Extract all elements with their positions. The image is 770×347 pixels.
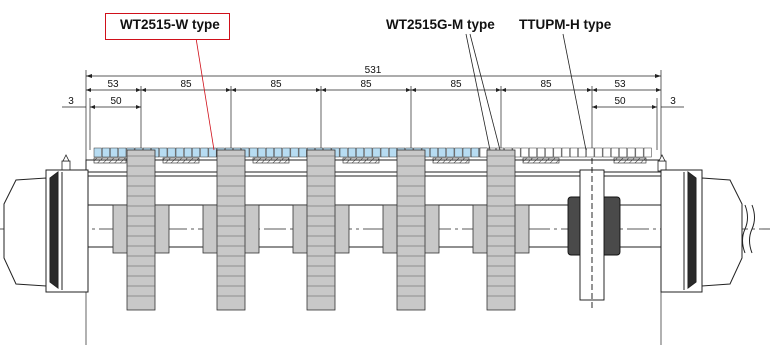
leader-lines [195, 33, 587, 151]
shaft-break [742, 204, 755, 254]
belt-module [175, 147, 184, 158]
belt-module [93, 147, 102, 158]
belt-module [479, 147, 488, 158]
belt-module [192, 147, 201, 158]
belt-module [462, 147, 471, 158]
belt-module [470, 147, 479, 158]
belt-module [586, 147, 595, 158]
belt-module [380, 147, 389, 158]
callout-box-w [105, 13, 230, 40]
belt-module [208, 147, 217, 158]
belt-module [183, 147, 192, 158]
belt-module [298, 147, 307, 158]
label-wt2515g-m: WT2515G-M type [386, 17, 495, 32]
sprocket-wheel [486, 149, 516, 311]
belt-module [578, 147, 587, 158]
belt-module [619, 147, 628, 158]
dim-overall: 531 [365, 65, 382, 76]
belt-module [257, 147, 266, 158]
sprocket [472, 149, 530, 311]
sprocket-wheel [306, 149, 336, 311]
sprocket [382, 149, 440, 311]
sprockets [112, 149, 530, 311]
dimension-arrows [86, 74, 661, 109]
sprocket [292, 149, 350, 311]
dim-inner-left: 50 [110, 96, 122, 107]
sprocket [112, 149, 170, 311]
belt-module [545, 147, 554, 158]
label-wt2515-w: WT2515-W type [120, 17, 220, 32]
belt-module [347, 147, 356, 158]
belt-module [372, 147, 381, 158]
belt-module [265, 147, 274, 158]
wear-strips [93, 157, 647, 164]
belt-module [520, 147, 529, 158]
belt-module [110, 147, 119, 158]
belt-module [388, 147, 397, 158]
sprocket-wheel [126, 149, 156, 311]
dim-span-4: 85 [360, 79, 372, 90]
belt-module [356, 147, 365, 158]
dim-edge-left: 3 [68, 96, 74, 107]
belt-module [627, 147, 636, 158]
belt-module [118, 147, 127, 158]
belt-module [167, 147, 176, 158]
dim-span-3: 85 [270, 79, 282, 90]
belt-module [537, 147, 546, 158]
dim-span-5: 85 [450, 79, 462, 90]
belt-module [602, 147, 611, 158]
dim-edge-right: 3 [670, 96, 676, 107]
sprocket [202, 149, 260, 311]
belt-module [159, 147, 168, 158]
sprocket-wheel [396, 149, 426, 311]
belt-module [438, 147, 447, 158]
belt-module [364, 147, 373, 158]
belt-module [249, 147, 258, 158]
belt-module [454, 147, 463, 158]
left-bearing [3, 169, 89, 293]
belt-module [274, 147, 283, 158]
belt-module [339, 147, 348, 158]
belt-module [610, 147, 619, 158]
dim-span-2: 85 [180, 79, 192, 90]
belt-module [290, 147, 299, 158]
belt-module [643, 147, 652, 158]
sprocket-ttupm-h [567, 158, 621, 310]
belt-module [429, 147, 438, 158]
dim-span-6: 85 [540, 79, 552, 90]
label-ttupm-h: TTUPM-H type [519, 17, 612, 32]
belt-module [528, 147, 537, 158]
belt-module [101, 147, 110, 158]
chain-belt-w [93, 147, 652, 158]
right-bearing [660, 169, 743, 293]
sprocket-wheel [216, 149, 246, 311]
belt-module [282, 147, 291, 158]
belt-module [635, 147, 644, 158]
belt-module [594, 147, 603, 158]
belt-module [569, 147, 578, 158]
belt-module [553, 147, 562, 158]
dim-span-1: 53 [107, 79, 119, 90]
belt-module [200, 147, 209, 158]
belt-module [446, 147, 455, 158]
belt-module [561, 147, 570, 158]
dim-span-7: 53 [614, 79, 626, 90]
dim-inner-right: 50 [614, 96, 626, 107]
